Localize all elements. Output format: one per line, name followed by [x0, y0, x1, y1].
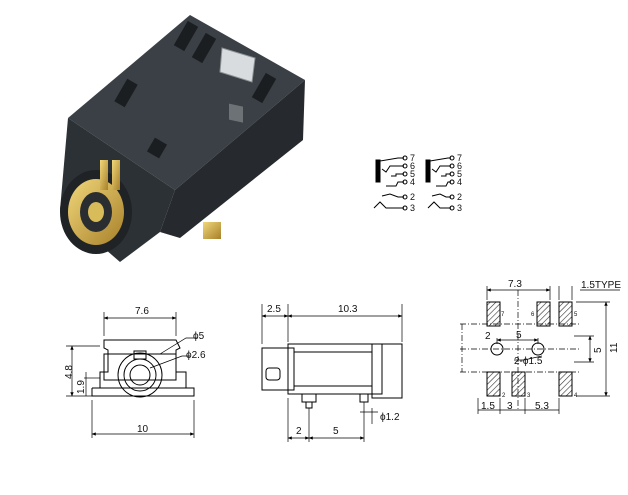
dim-body-length: 10.3	[338, 304, 358, 315]
footprint	[460, 286, 620, 414]
product-photo	[60, 15, 305, 262]
schematic-left-pins: 7 6 5 4 2 3	[402, 153, 415, 213]
dim-hole-inner: ϕ2.6	[186, 350, 206, 361]
front-view-labels: 7.6 ϕ5 ϕ2.6 4.8 1.9 10	[64, 306, 206, 435]
dim-front-length: 2.5	[267, 304, 281, 315]
dim-hole-offset: 2	[485, 331, 491, 342]
footprint-labels: 7.3 1.5TYPE 5 2 2-ϕ1.5 5 11 1.5 3 5.3 7 …	[481, 279, 621, 412]
front-view	[66, 312, 198, 438]
dim-top-span: 7.3	[508, 279, 522, 290]
pin-label: 3	[457, 203, 462, 213]
pin-label: 6	[410, 161, 415, 171]
schematic-left	[373, 157, 404, 209]
pad-number: 3	[527, 393, 531, 399]
housing-right	[160, 80, 305, 238]
gold-tab	[203, 222, 221, 239]
pin-label: 5	[457, 169, 462, 179]
pad-number: 5	[574, 312, 578, 318]
pad	[558, 371, 573, 397]
schematic-right	[425, 157, 451, 209]
pad	[486, 301, 501, 327]
dim-height-left: 4.8	[64, 365, 75, 379]
dim-base-height: 1.9	[76, 380, 87, 394]
pad	[486, 371, 501, 397]
dim-hole-spacing: 5	[516, 330, 522, 341]
pad-number: 4	[574, 393, 578, 399]
side-view	[261, 304, 403, 442]
pin-label: 4	[410, 177, 415, 187]
pad-number: 7	[501, 312, 505, 318]
pin-label: 6	[457, 161, 462, 171]
metal-clip	[219, 47, 256, 123]
pin-label: 2	[410, 192, 415, 202]
pin-label: 2	[457, 192, 462, 202]
dim-peg-spacing: 5	[333, 426, 339, 437]
type-label: 1.5TYPE	[581, 280, 621, 291]
pin-label: 5	[410, 169, 415, 179]
pad-number: 6	[531, 312, 535, 318]
pin-label: 3	[410, 203, 415, 213]
side-view-labels: 2.5 10.3 ϕ1.2 2 5	[267, 304, 400, 437]
jack-barrel	[60, 160, 132, 254]
dim-bottom-left: 1.5	[481, 401, 495, 412]
dim-hole-outer: ϕ5	[193, 331, 205, 342]
dim-bottom-mid: 3	[507, 401, 513, 412]
pad	[558, 301, 573, 327]
pin-label: 7	[410, 153, 415, 163]
pad	[511, 371, 526, 397]
pad	[536, 301, 551, 327]
holes-label: 2-ϕ1.5	[514, 356, 543, 367]
dim-bottom-right: 5.3	[535, 401, 549, 412]
dim-width-top: 7.6	[135, 306, 149, 317]
dim-overall-height: 11	[609, 342, 620, 353]
pin-label: 7	[457, 153, 462, 163]
schematic-right-pins: 7 6 5 4 2 3	[449, 153, 462, 213]
pin-label: 4	[457, 177, 462, 187]
pad-number: 2	[502, 393, 506, 399]
dim-peg-diameter: ϕ1.2	[380, 412, 400, 423]
dim-width-bottom: 10	[137, 424, 149, 435]
dim-pitch-vertical: 5	[593, 347, 604, 353]
dim-peg-offset: 2	[296, 426, 302, 437]
